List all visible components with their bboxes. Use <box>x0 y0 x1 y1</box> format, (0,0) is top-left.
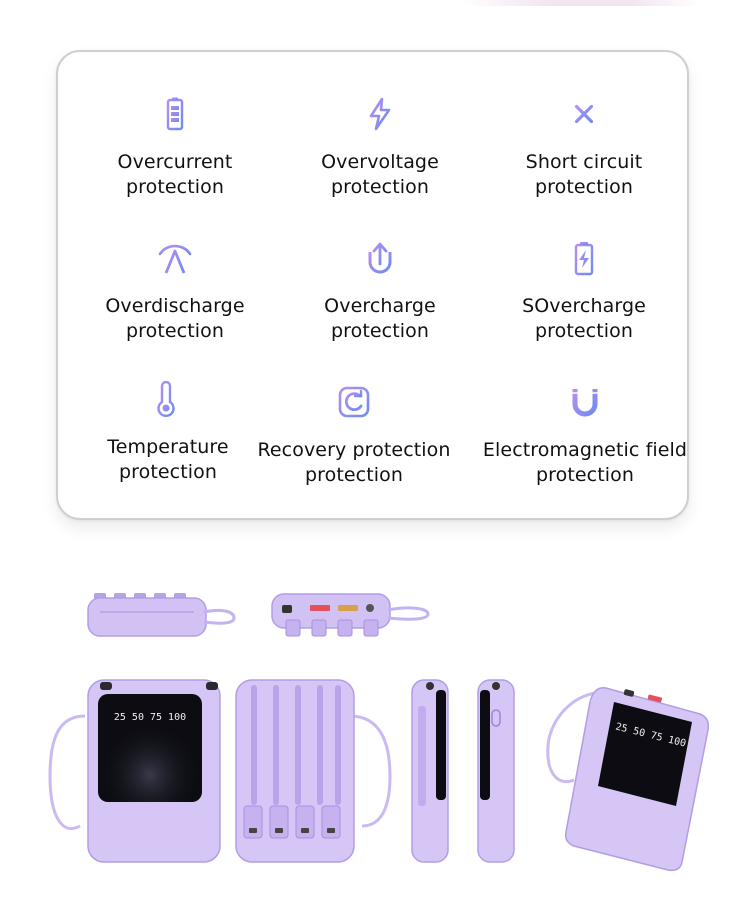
battery-icon <box>166 97 184 131</box>
feature-label: Electromagnetic field protection <box>482 439 688 486</box>
feature-label: Overvoltage protection <box>321 151 439 198</box>
feature-short-circuit: Short circuit protection <box>474 96 694 200</box>
feature-label: Recovery protection protection <box>257 439 451 486</box>
power-bank-ports-view <box>271 593 430 637</box>
feature-temperature: Temperature protection <box>58 381 278 485</box>
feature-label: Overcharge protection <box>324 295 436 342</box>
power-bank-side-view-left <box>411 679 449 863</box>
power-bank-side-view-right <box>477 679 515 863</box>
feature-label: Temperature protection <box>107 436 229 483</box>
feature-s-overcharge: SOvercharge protection <box>474 240 694 344</box>
protection-features-card: Overcurrent protection Overvoltage prote… <box>56 50 689 520</box>
feature-overcurrent: Overcurrent protection <box>65 96 285 200</box>
power-bank-front-view: 25 50 75 100 <box>48 679 221 863</box>
feature-label: Overdischarge protection <box>105 295 245 342</box>
feature-electromagnetic: Electromagnetic field protection <box>460 384 710 488</box>
thermometer-icon <box>157 381 178 417</box>
magnet-arrow-icon <box>368 242 392 274</box>
feature-label: Short circuit protection <box>525 151 643 198</box>
power-bank-angled-view: 25 50 75 100 <box>546 687 710 872</box>
front-display-readout: 25 50 75 100 <box>114 712 186 723</box>
power-bank-back-view <box>235 679 392 863</box>
battery-bolt-icon <box>574 242 594 276</box>
feature-overdischarge: Overdischarge protection <box>65 240 285 344</box>
feature-label: Overcurrent protection <box>117 151 233 198</box>
gauge-a-icon <box>158 244 192 274</box>
feature-recovery: Recovery protection protection <box>244 384 464 488</box>
lightning-icon <box>369 97 391 131</box>
feature-label: SOvercharge protection <box>522 295 646 342</box>
magnet-icon <box>572 389 598 417</box>
feature-overcharge: Overcharge protection <box>270 240 490 344</box>
power-bank-top-view <box>87 593 236 637</box>
top-decorative-strip <box>460 0 700 6</box>
recovery-icon <box>338 386 370 418</box>
short-circuit-icon <box>556 104 612 124</box>
feature-overvoltage: Overvoltage protection <box>270 96 490 200</box>
